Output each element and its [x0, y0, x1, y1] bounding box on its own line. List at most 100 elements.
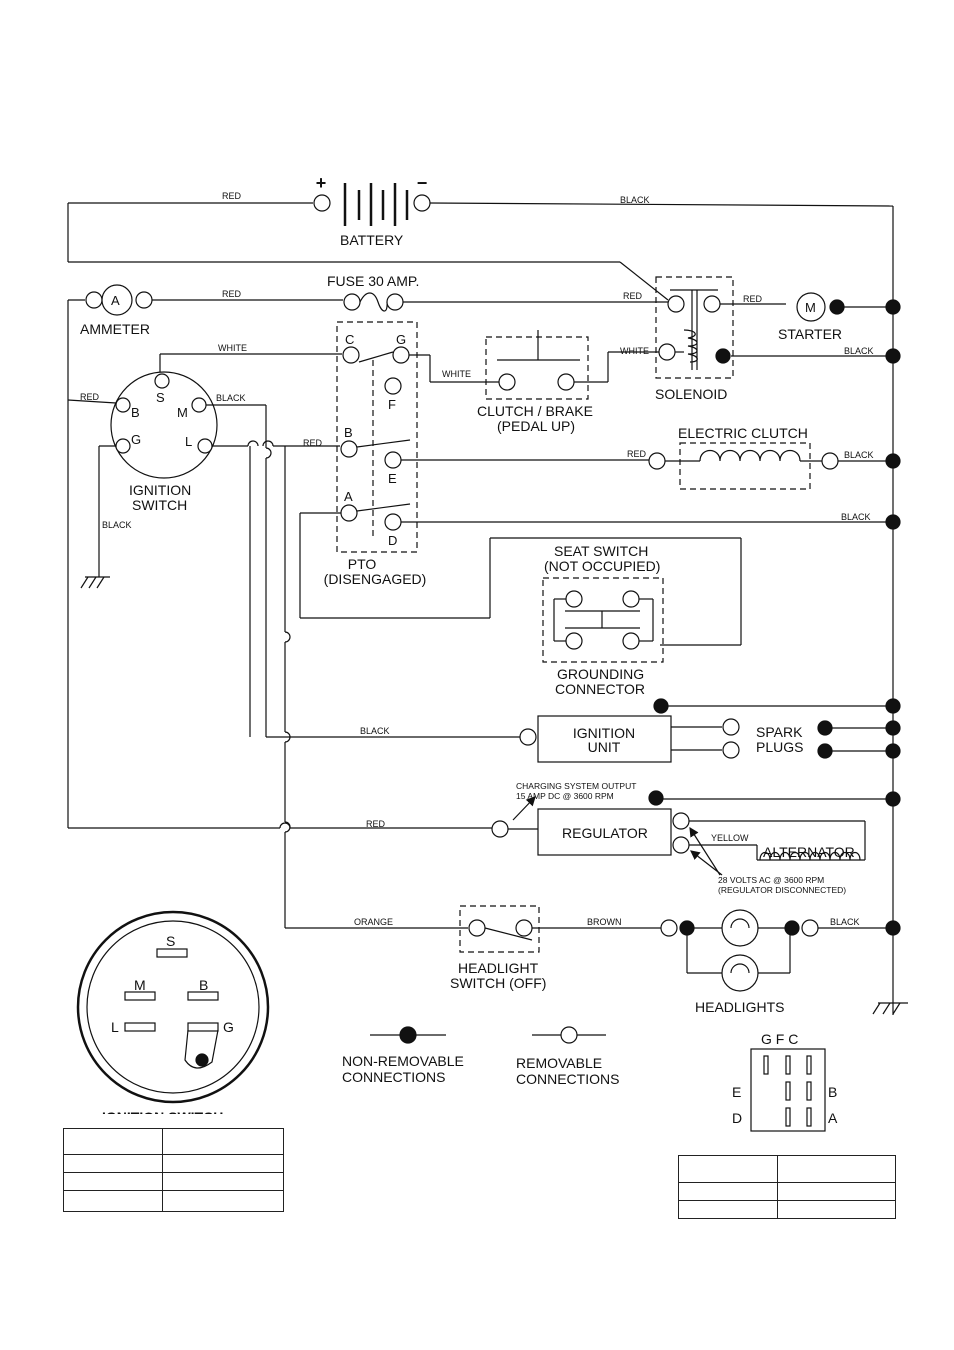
solenoid — [655, 276, 734, 379]
pto-terminal-b: B — [344, 425, 353, 440]
spark-plugs — [817, 720, 901, 759]
headlight-switch-label-2: SWITCH (OFF) — [450, 975, 546, 991]
pto-terminal-a: A — [344, 489, 353, 504]
starter-label: STARTER — [778, 326, 842, 342]
battery — [68, 183, 894, 226]
grounding-label-2: CONNECTOR — [555, 681, 645, 697]
ignition-unit-label-2: UNIT — [588, 739, 621, 755]
electric-clutch-label: ELECTRIC CLUTCH — [678, 425, 808, 441]
pto-detail-top-labels: G F C — [761, 1031, 798, 1047]
wire-red-7: RED — [627, 449, 647, 459]
ignition-switch — [110, 371, 218, 479]
wire-red-6: RED — [303, 438, 323, 448]
legend-removable-2: CONNECTIONS — [516, 1071, 619, 1087]
pto — [336, 321, 418, 553]
headlight-switch-label-1: HEADLIGHT — [458, 960, 539, 976]
detail-terminal-s: S — [166, 933, 175, 949]
detail-terminal-b: B — [199, 977, 208, 993]
ign-terminal-b: B — [131, 405, 140, 420]
seat-switch — [542, 577, 664, 663]
wire-white-3: WHITE — [442, 369, 471, 379]
wire-black-4: BLACK — [102, 520, 132, 530]
pto-detail-b: B — [828, 1084, 837, 1100]
detail-terminal-g: G — [223, 1019, 234, 1035]
electric-clutch — [648, 442, 839, 490]
clutch-brake-label-1: CLUTCH / BRAKE — [477, 403, 593, 419]
wire-brown: BROWN — [587, 917, 622, 927]
wire-black-2: BLACK — [844, 346, 874, 356]
seat-switch-label-1: SEAT SWITCH — [554, 543, 648, 559]
ign-terminal-l: L — [185, 434, 192, 449]
pto-label-2: (DISENGAGED) — [324, 571, 427, 587]
charging-note-2: 15 AMP DC @ 3600 RPM — [516, 791, 614, 801]
wire-red-8: RED — [366, 819, 386, 829]
legend-non-removable-1: NON-REMOVABLE — [342, 1053, 464, 1069]
ign-switch-label-2: SWITCH — [132, 497, 187, 513]
ammeter — [68, 284, 153, 316]
wire-black-3: BLACK — [216, 393, 246, 403]
wire-red-5: RED — [80, 392, 100, 402]
legend — [370, 1026, 606, 1044]
grounding-label-1: GROUNDING — [557, 666, 644, 682]
wire-red-1: RED — [222, 191, 242, 201]
starter — [720, 292, 901, 322]
wire-black-5: BLACK — [844, 450, 874, 460]
wire-white-1: WHITE — [620, 346, 649, 356]
pto-terminal-e: E — [388, 471, 397, 486]
detail-terminal-l: L — [111, 1019, 119, 1035]
wire-black-8: BLACK — [830, 917, 860, 927]
ignition-table — [63, 1128, 284, 1212]
ignition-unit-label-1: IGNITION — [573, 725, 635, 741]
ignition-unit — [519, 715, 740, 763]
pto-terminal-f: F — [388, 397, 396, 412]
ign-terminal-g: G — [131, 432, 141, 447]
headlight-switch — [459, 905, 540, 953]
starter-symbol: M — [805, 300, 816, 315]
ignition-switch-detail — [76, 910, 270, 1104]
ammeter-symbol: A — [111, 293, 120, 308]
pto-detail — [750, 1048, 826, 1132]
solenoid-label: SOLENOID — [655, 386, 727, 402]
clutch-brake-label-2: (PEDAL UP) — [497, 418, 575, 434]
wire-black-1: BLACK — [620, 195, 650, 205]
legend-non-removable-2: CONNECTIONS — [342, 1069, 445, 1085]
battery-plus: + — [316, 173, 327, 193]
wire-red-2: RED — [222, 289, 242, 299]
spark-plugs-label-2: PLUGS — [756, 739, 803, 755]
title-crop-mask — [62, 1114, 286, 1130]
alternator-note-2: (REGULATOR DISCONNECTED) — [718, 885, 846, 895]
pto-detail-d: D — [732, 1110, 742, 1126]
pto-terminal-g: G — [396, 332, 406, 347]
wire-black-6: BLACK — [841, 512, 871, 522]
pto-label-1: PTO — [348, 556, 377, 572]
wire-red-3: RED — [623, 291, 643, 301]
regulator-label: REGULATOR — [562, 825, 648, 841]
regulator — [491, 790, 901, 876]
ign-terminal-m: M — [177, 405, 188, 420]
fuse-label: FUSE 30 AMP. — [327, 273, 419, 289]
ammeter-label: AMMETER — [80, 321, 150, 337]
pto-terminal-d: D — [388, 533, 397, 548]
pto-detail-a: A — [828, 1110, 838, 1126]
ign-terminal-s: S — [156, 390, 165, 405]
headlights — [660, 909, 819, 992]
detail-terminal-m: M — [134, 977, 146, 993]
battery-minus: − — [417, 173, 428, 193]
fuse — [343, 292, 404, 312]
headlights-label: HEADLIGHTS — [695, 999, 784, 1015]
wire-black-7: BLACK — [360, 726, 390, 736]
seat-switch-label-2: (NOT OCCUPIED) — [544, 558, 660, 574]
pto-table — [678, 1155, 896, 1219]
battery-label: BATTERY — [340, 232, 404, 248]
clutch-brake-switch — [485, 330, 589, 400]
pto-detail-e: E — [732, 1084, 741, 1100]
wire-white-2: WHITE — [218, 343, 247, 353]
wire-orange: ORANGE — [354, 917, 393, 927]
alternator-label: ALTERNATOR — [763, 844, 855, 860]
wire-yellow: YELLOW — [711, 833, 749, 843]
wire-red-4: RED — [743, 294, 763, 304]
charging-note-1: CHARGING SYSTEM OUTPUT — [516, 781, 636, 791]
legend-removable-1: REMOVABLE — [516, 1055, 602, 1071]
pto-terminal-c: C — [345, 332, 354, 347]
